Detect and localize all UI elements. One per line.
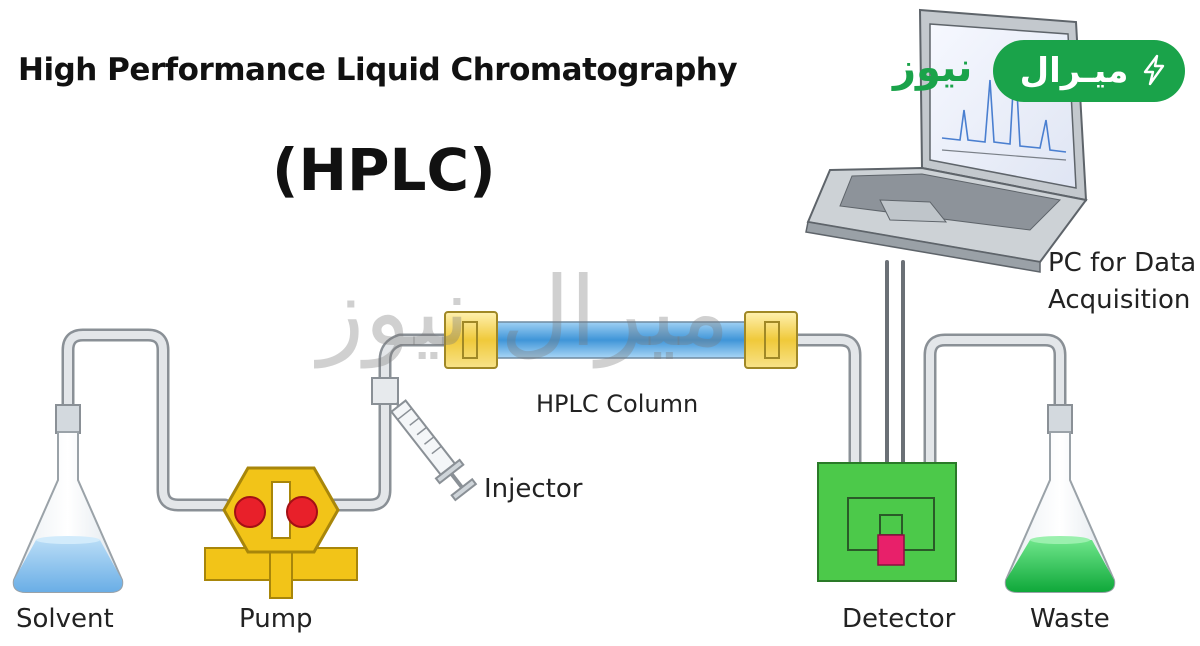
title-abbreviation: (HPLC) [272,136,496,204]
brand-logo-word: نيوز [893,45,973,91]
hplc-column [444,311,798,369]
brand-badge-text: ميـرال [1019,51,1129,91]
injector [371,377,478,502]
solvent-flask [12,404,124,593]
page-title: High Performance Liquid Chromatography [18,52,738,88]
label-pc-line1: PC for Data [1048,248,1197,278]
waste-flask [1004,404,1116,593]
label-hplc-column: HPLC Column [536,390,699,418]
watermark-text: ميرال نيوز [318,256,730,368]
label-pc-line2: Acquisition [1048,285,1191,315]
label-detector: Detector [842,604,956,634]
pump [204,466,358,599]
label-pump: Pump [239,604,313,634]
label-solvent: Solvent [16,604,114,634]
label-injector: Injector [484,474,583,504]
lightning-bolt-icon [1143,54,1165,86]
brand-badge: ميـرال [993,40,1185,102]
detector [817,462,957,582]
label-waste: Waste [1030,604,1110,634]
tubing [61,260,1067,512]
